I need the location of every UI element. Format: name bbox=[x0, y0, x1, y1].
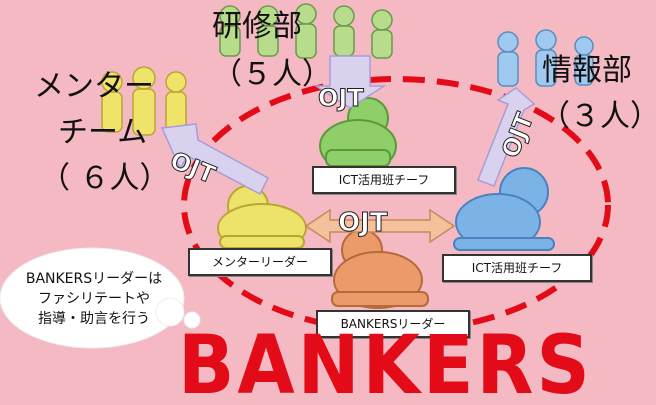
training-dept-count: （５人） bbox=[212, 57, 332, 92]
ojt-arrow-right bbox=[477, 87, 536, 187]
role-ict-chief-top: ICT活用班チーフ bbox=[312, 166, 456, 194]
info-dept-count: （３人） bbox=[540, 99, 656, 134]
mentor-team-name-line2: チーム bbox=[58, 115, 148, 150]
mentor-team-count: （ ６人） bbox=[40, 161, 170, 196]
role-bankers-leader: BANKERSリーダー bbox=[316, 310, 470, 338]
note-text-line1: BANKERSリーダーは bbox=[25, 271, 163, 287]
ojt-arrow-horizontal bbox=[304, 208, 456, 244]
ict-chief-top-figure bbox=[319, 97, 397, 173]
ojt-arrow-left bbox=[160, 123, 269, 196]
ojt-label-center: OJT bbox=[338, 208, 389, 238]
role-ict-chief-right: ICT活用班チーフ bbox=[442, 254, 592, 282]
training-dept-name: 研修部 bbox=[212, 9, 302, 44]
ict-chief-right-figure bbox=[453, 167, 555, 251]
role-mentor-leader: メンターリーダー bbox=[188, 248, 332, 276]
team-ellipse bbox=[181, 76, 611, 334]
training-dept-figures bbox=[219, 3, 393, 59]
ojt-arrow-up bbox=[313, 55, 387, 109]
mentor-team-figures bbox=[101, 66, 187, 136]
note-text-line3: 指導・助言を行う bbox=[38, 311, 150, 327]
info-dept-name: 情報部 bbox=[542, 53, 632, 88]
note-text-line2: ファシリテートや bbox=[38, 291, 150, 307]
bankers-logo: BANKERS bbox=[178, 318, 593, 405]
bankers-leader-figure bbox=[331, 229, 429, 309]
mentor-team-name-line1: メンター bbox=[34, 69, 154, 104]
note-bubble bbox=[0, 247, 201, 349]
info-dept-figures bbox=[497, 29, 594, 87]
mentor-leader-figure bbox=[217, 185, 307, 253]
ojt-label-top: OJT bbox=[318, 84, 365, 112]
